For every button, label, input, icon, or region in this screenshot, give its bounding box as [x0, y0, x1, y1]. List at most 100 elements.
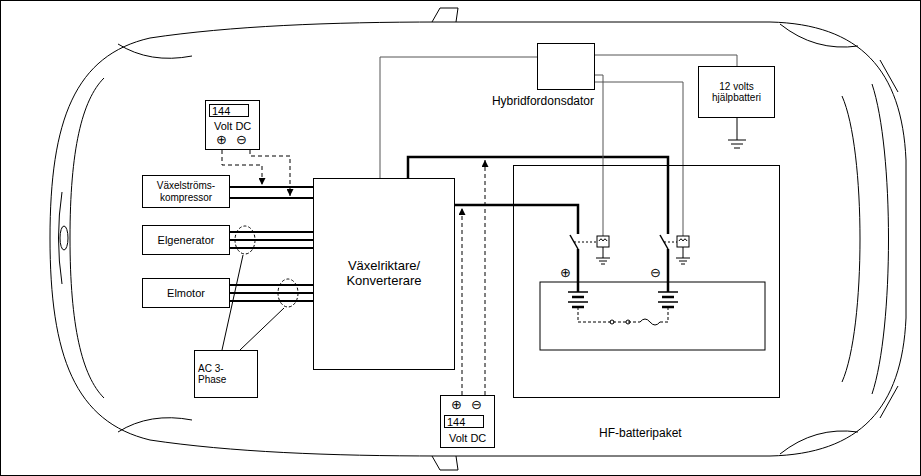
- callout-leader: [222, 255, 284, 350]
- ground-symbol: [731, 144, 743, 145]
- car-outline: [50, 8, 906, 470]
- polarity-sign: ⊖: [471, 398, 482, 413]
- relay-symbol: [599, 239, 607, 241]
- battery-cells: [572, 296, 584, 299]
- voltage-reading: 144: [444, 415, 484, 428]
- battery-cells: [568, 291, 588, 293]
- polarity-sign: ⊕: [451, 398, 462, 413]
- relay-symbol: [574, 242, 597, 243]
- battery-cells: [660, 307, 668, 322]
- phase-wires: [230, 197, 313, 199]
- voltage-reading: 144: [209, 104, 249, 117]
- polarity-sign: ⊕: [560, 266, 571, 279]
- wire-connector: [455, 204, 513, 207]
- battery-cells: [540, 249, 765, 350]
- relay-symbol: [599, 261, 607, 262]
- car-outline: [60, 226, 68, 250]
- battery-cells: [658, 301, 678, 303]
- ground-symbol: [737, 118, 738, 140]
- node-label: Växelriktare/ Konverterare: [317, 259, 451, 289]
- phase-wires: [230, 231, 313, 233]
- relay-symbol: [601, 264, 605, 265]
- inverter-box: Växelriktare/ Konverterare: [313, 178, 455, 370]
- unit-label: Volt DC: [214, 120, 251, 133]
- phase-oval: [235, 226, 298, 307]
- relay-symbol: [676, 258, 690, 259]
- component-box: Elmotor: [142, 278, 230, 308]
- battery-cells: [540, 282, 765, 350]
- car-outline: [780, 24, 858, 47]
- car-outline: [842, 96, 860, 382]
- wire-connector: [595, 75, 603, 165]
- wire-connector: [230, 239, 313, 241]
- phase-wires: [230, 247, 313, 249]
- battery-cells: [610, 320, 614, 324]
- wire-connector: [230, 186, 313, 188]
- relay-symbol: [679, 239, 687, 241]
- polarity-sign: ⊖: [236, 133, 247, 148]
- battery-cells: [640, 319, 660, 325]
- battery-pack-box: HF-batteripaket: [513, 165, 780, 398]
- control-wire: [683, 165, 684, 236]
- unit-label: Volt DC: [449, 432, 486, 445]
- voltmeter-lead: [222, 150, 262, 185]
- relay-symbol: [677, 236, 689, 247]
- wire-connector: [595, 55, 737, 66]
- voltmeter-lead: [250, 150, 290, 196]
- battery-cells: [577, 249, 580, 292]
- voltmeter-lead: [222, 150, 485, 395]
- callout-box: AC 3-Phase: [194, 350, 258, 398]
- ground-symbol: [728, 118, 746, 148]
- relay-symbol: [683, 247, 684, 258]
- high-voltage-wire: [513, 205, 578, 234]
- node-label: Hybridfordonsdator: [492, 95, 594, 109]
- car-outline: [50, 22, 906, 456]
- battery-cells: [578, 307, 640, 322]
- battery-box: 12 volts hjälpbatteri: [698, 66, 775, 118]
- control-wire: [603, 165, 604, 236]
- car-outline: [880, 386, 898, 418]
- node-label: AC 3-Phase: [198, 363, 242, 386]
- voltmeter-lead: [485, 160, 486, 395]
- relay-symbol: [679, 261, 687, 262]
- phase-wires: [230, 284, 313, 286]
- car-outline: [70, 78, 104, 238]
- callout-leader: [240, 308, 284, 350]
- node-label: Växelströms- kompressor: [146, 180, 226, 203]
- relay-symbol: [681, 264, 685, 265]
- battery-cells: [662, 296, 674, 299]
- relay-symbol: [603, 247, 604, 258]
- ground-symbol: [728, 140, 746, 141]
- high-voltage-wire: [667, 165, 670, 234]
- control-wire: [603, 165, 683, 236]
- component-box: Elgenerator: [142, 225, 230, 255]
- car-outline: [118, 418, 192, 432]
- wire-connector: [595, 82, 683, 165]
- car-outline: [880, 60, 898, 92]
- high-voltage-wire: [513, 165, 668, 234]
- battery-cells: [626, 320, 630, 324]
- phase-wires: [230, 198, 313, 301]
- battery-cells: [568, 301, 588, 303]
- voltmeter: ⊕ ⊖ 144Volt DC: [440, 395, 495, 448]
- voltmeter-lead: [462, 208, 463, 395]
- callout-leader: [222, 255, 243, 350]
- polarity-sign: ⊖: [650, 266, 661, 279]
- car-outline: [432, 456, 458, 470]
- wire-connector: [230, 292, 313, 294]
- car-outline: [118, 44, 192, 58]
- wire-connector: [408, 157, 668, 178]
- polarity-sign: ⊕: [216, 133, 227, 148]
- car-outline: [872, 84, 889, 394]
- relay-symbol: [664, 242, 677, 243]
- node-label: Elmotor: [167, 287, 205, 300]
- relay-symbol: [597, 236, 609, 247]
- phase-wires: [230, 300, 313, 302]
- relay-symbol: [596, 258, 610, 259]
- battery-cells: [667, 249, 670, 292]
- voltmeter: 144Volt DC⊕ ⊖: [205, 100, 260, 150]
- ground-symbol: [734, 148, 740, 149]
